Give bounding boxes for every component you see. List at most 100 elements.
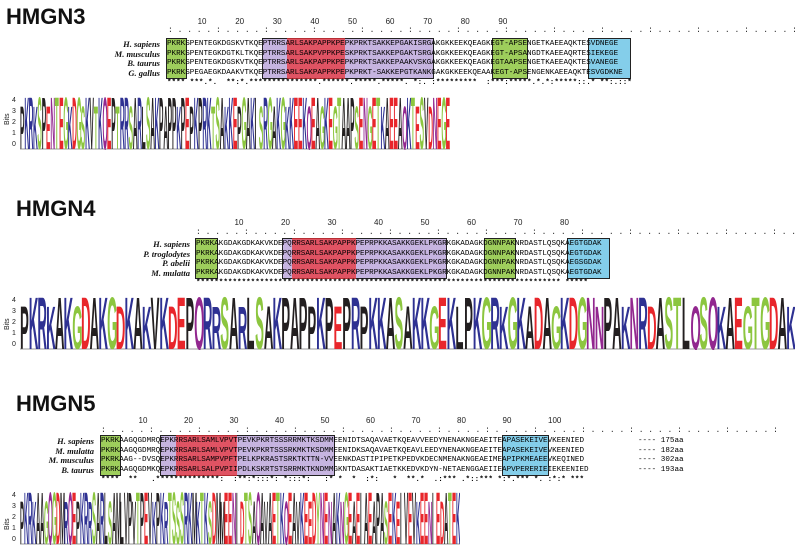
logo-letter: K (276, 95, 281, 150)
logo-letter: V (124, 490, 128, 545)
logo-letter: E (415, 96, 419, 150)
logo-letter: E (389, 95, 393, 150)
logo-letter: K (717, 295, 727, 350)
panel-title: HMGN4 (16, 196, 96, 221)
panel-hmgn4: HMGN4 : . . . . : . . . . : . . . . : . … (0, 190, 800, 360)
logo-letter: E (288, 490, 292, 545)
logo-letter: K (228, 95, 233, 150)
tick-label: 60 (385, 17, 395, 26)
box-nls-green (166, 38, 187, 79)
logo-letter: R (29, 95, 34, 150)
logo-letter: G (441, 95, 446, 150)
logo-letter: K (224, 96, 229, 150)
logo-letter: S (259, 96, 263, 150)
box-motif-green (492, 38, 528, 79)
logo-letter: R (124, 95, 129, 150)
box-motif-blue (567, 238, 610, 279)
logo-letter: T (200, 490, 204, 545)
logo-letter: E (185, 95, 189, 150)
logo-letter: D (212, 490, 216, 545)
species-name: B. taurus (61, 465, 94, 476)
logo-letter: A (372, 491, 376, 545)
logo-letter: A (55, 295, 65, 350)
logo-letter: A (364, 490, 368, 545)
logo-letter: K (302, 95, 307, 150)
logo-letter: A (332, 490, 336, 545)
tick-label: 70 (411, 416, 421, 425)
logo-letter: K (516, 295, 526, 350)
logo-letter: A (264, 295, 274, 350)
logo-letter: E (224, 490, 228, 545)
logo-letter: K (289, 95, 294, 150)
species-name: M. mulatta (151, 268, 190, 279)
logo-letter: A (272, 96, 277, 150)
logo-letter: K (160, 490, 164, 545)
species-name: G. gallus (128, 68, 160, 79)
sequence-length: ---- 193aa (638, 466, 684, 475)
logo-letter: R (203, 295, 213, 350)
logo-letter: D (428, 96, 433, 150)
logo-letter: P (20, 491, 24, 545)
logo-letter: R (238, 295, 248, 350)
logo-letter: T (751, 295, 759, 350)
logo-letter: V (412, 490, 416, 545)
logo-letter: P (42, 95, 46, 150)
logo-letter: T (94, 96, 98, 150)
ruler-dots: : . . . . : . . . . : . . . . : . . . . … (196, 228, 800, 237)
logo-letter: A (163, 96, 168, 150)
logo-y-axis-label: Bits (4, 318, 11, 330)
logo-letter: G (76, 95, 81, 150)
logo-letter: L (120, 491, 124, 545)
logo-letter: I (360, 490, 362, 545)
logo-letter: R (638, 295, 648, 350)
logo-letter: A (290, 295, 300, 350)
logo-letter: T (448, 490, 452, 545)
sequence-row: PKRKAKGDAKGDKAKVKDEPQRRSARLSAKPAPPKPEPRP… (196, 259, 602, 268)
logo-letter: I (236, 490, 238, 545)
logo-letter: A (133, 295, 143, 350)
logo-letter: S (129, 96, 133, 150)
logo-letter: P (172, 95, 176, 150)
logo-letter: K (188, 490, 192, 545)
logo-letter: K (24, 95, 29, 150)
logo-letter: P (156, 490, 160, 545)
logo-letter: T (55, 95, 59, 150)
logo-letter: Q (68, 490, 73, 545)
logo-letter: T (244, 490, 248, 545)
logo-letter: A (385, 95, 390, 150)
logo-letter: Q (284, 491, 289, 545)
logo-letter: G (482, 295, 492, 350)
logo-letter: K (336, 490, 340, 545)
tick-label: 20 (281, 218, 290, 227)
logo-letter: P (237, 96, 241, 150)
logo-letter: N (232, 490, 236, 545)
logo-letter: K (32, 491, 36, 545)
logo-letter: E (328, 95, 332, 150)
logo-letter: P (76, 491, 80, 545)
logo-letter: D (534, 295, 544, 350)
logo-letter: P (20, 295, 29, 350)
logo-letter: P (20, 96, 24, 150)
logo-letter: T (411, 95, 415, 150)
logo-letter: K (24, 490, 28, 545)
species-name: H. sapiens (123, 39, 160, 49)
logo-letter: D (81, 295, 91, 350)
logo-letter: M (192, 490, 197, 545)
logo-letter: E (438, 295, 447, 350)
logo-letter: G (577, 295, 587, 350)
logo-letter: P (128, 490, 132, 545)
logo-letter: K (316, 295, 326, 350)
logo-letter: E (388, 490, 392, 545)
logo-letter: E (424, 490, 428, 545)
logo-letter: P (198, 95, 202, 150)
logo-letter: G (508, 295, 518, 350)
logo-letter: S (394, 295, 403, 350)
logo-letter: R (137, 95, 142, 150)
logo-letter: A (380, 490, 384, 545)
logo-letter: A (252, 491, 256, 545)
logo-letter: S (248, 490, 252, 545)
ruler-dots: : . . . . : . . . . : . . . . : . . . . … (101, 426, 778, 435)
logo-letter: S (215, 95, 219, 150)
logo-letter: A (386, 295, 396, 350)
